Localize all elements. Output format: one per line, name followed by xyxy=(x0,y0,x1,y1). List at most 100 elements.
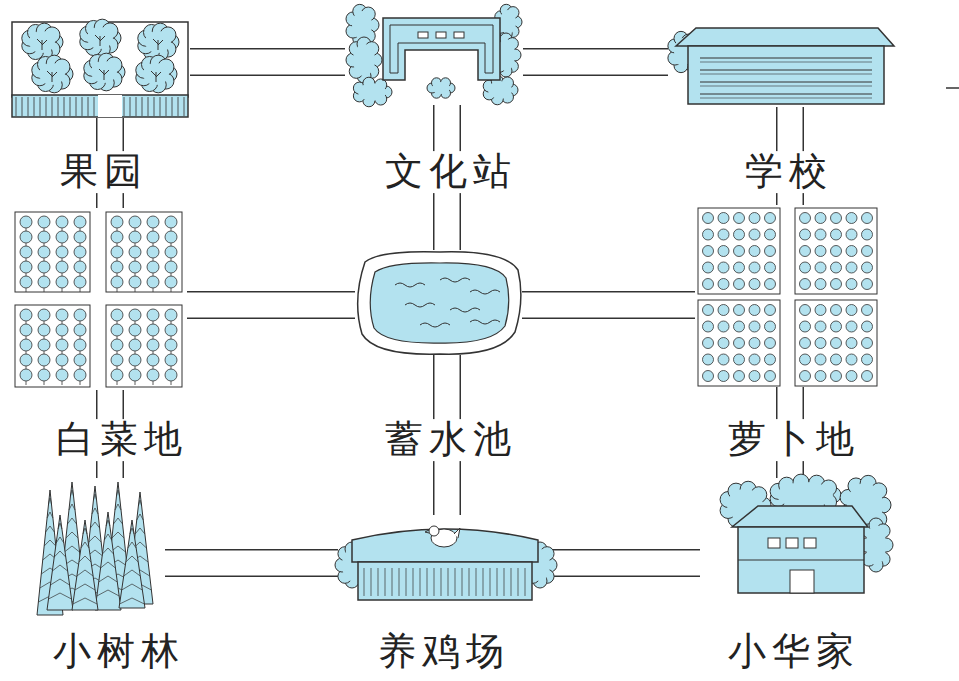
woods-picture-part xyxy=(37,482,153,615)
school-picture xyxy=(668,28,894,104)
culture-station-picture-part-part-part xyxy=(352,11,372,39)
radish-field-picture-part-part xyxy=(815,279,826,290)
school-picture-part-part xyxy=(700,94,872,95)
woods-picture-part-part xyxy=(52,565,67,571)
cabbage-field-picture-part-part xyxy=(74,339,86,351)
radish-field-picture-part-part xyxy=(703,371,714,382)
radish-field-picture-part-part xyxy=(846,305,857,316)
orchard-picture-part-part xyxy=(148,97,149,116)
cabbage-field-picture-part-part xyxy=(20,216,32,228)
road xyxy=(522,305,695,306)
orchard-picture-part-part xyxy=(46,97,47,116)
cabbage-field-picture-part-part xyxy=(56,276,68,288)
radish-field-picture-part-part xyxy=(718,279,729,290)
chicken-farm-picture-part-part xyxy=(483,568,484,596)
woods-picture-part-part xyxy=(138,500,141,506)
cabbage-field-picture-part-part xyxy=(38,309,50,321)
place-node: 小树林 xyxy=(30,478,165,610)
chicken-farm-picture-part-part xyxy=(469,568,470,596)
woods-picture-part-part xyxy=(89,536,101,542)
orchard-picture-part-part xyxy=(130,97,131,116)
radish-field-picture-part-part xyxy=(831,229,842,240)
woods-picture-part-part xyxy=(126,556,138,562)
radish-field-picture-part-part xyxy=(734,246,745,257)
radish-field-picture-part-part xyxy=(800,338,811,349)
place-label: 蓄水池 xyxy=(377,419,517,461)
woods-picture-part-part xyxy=(50,579,69,585)
culture-station-picture-part xyxy=(454,32,464,38)
radish-field-picture-part-part xyxy=(734,262,745,273)
chicken-farm-picture-part-part xyxy=(504,568,505,596)
radish-field-picture-part-part xyxy=(815,229,826,240)
orchard-picture-part-part xyxy=(154,97,155,116)
cabbage-field-picture-part-part xyxy=(147,324,159,336)
woods-picture-part-part xyxy=(93,494,96,500)
xiaohua-home-picture-part xyxy=(768,538,780,548)
radish-field-picture-part-part xyxy=(703,213,714,224)
cabbage-field-picture-part-part xyxy=(147,309,159,321)
woods-picture-part-part xyxy=(99,576,118,582)
orchard-picture-part-part xyxy=(34,97,35,116)
radish-field-picture-part xyxy=(703,213,873,382)
chicken-farm-picture-part xyxy=(454,528,460,538)
radish-field-picture-part-part xyxy=(862,229,873,240)
cabbage-field-picture-part-part xyxy=(20,309,32,321)
road-edge xyxy=(187,291,355,319)
radish-field-picture-part-part xyxy=(815,262,826,273)
chicken-farm-picture-part-part xyxy=(497,568,498,596)
radish-field-picture-part-part xyxy=(765,262,776,273)
road-edge xyxy=(190,48,345,76)
orchard-picture-part-part xyxy=(94,97,95,116)
cabbage-field-picture-part-part xyxy=(74,369,86,381)
cabbage-field-picture-part-part xyxy=(117,381,118,385)
cabbage-field-picture-part-part xyxy=(117,288,118,292)
reservoir-picture-part-part xyxy=(395,283,425,287)
cabbage-field-picture-part-part xyxy=(165,276,177,288)
woods-picture-part-part xyxy=(58,523,62,529)
school-picture-part xyxy=(688,46,884,104)
radish-field-picture-part-part xyxy=(831,305,842,316)
radish-field-picture-part-part xyxy=(749,279,760,290)
radish-field-picture-part-part xyxy=(734,229,745,240)
culture-station-picture-part-part xyxy=(353,77,392,107)
woods-picture-part-part xyxy=(115,504,121,510)
cabbage-field-picture-part-part xyxy=(38,216,50,228)
chicken-farm-picture-part xyxy=(364,568,525,596)
radish-field-picture-part-part xyxy=(765,279,776,290)
orchard-picture-part-part xyxy=(136,97,137,116)
radish-field-picture-part-part xyxy=(703,354,714,365)
radish-field-picture-part-part xyxy=(734,321,745,332)
radish-field-picture-part-part xyxy=(846,338,857,349)
culture-station-picture-part-part xyxy=(427,78,455,98)
radish-field-picture-part-part xyxy=(831,321,842,332)
road xyxy=(553,563,700,564)
radish-field-picture-part-part xyxy=(831,279,842,290)
radish-field-picture-part-part xyxy=(749,338,760,349)
culture-station-picture-part xyxy=(436,32,446,38)
cabbage-field-picture-part-part xyxy=(20,261,32,273)
woods-picture-part-part xyxy=(112,532,124,538)
radish-field-picture-part-part xyxy=(800,279,811,290)
reservoir-picture-part xyxy=(358,252,521,354)
school-picture-part-part xyxy=(700,70,872,71)
chicken-farm-picture-part-part xyxy=(378,568,379,596)
cabbage-field-picture-part-part xyxy=(165,324,177,336)
radish-field-picture-part-part xyxy=(718,262,729,273)
cabbage-field-picture-part-part xyxy=(111,276,123,288)
woods-picture-part-part xyxy=(47,515,73,610)
culture-station-picture-part-part-part xyxy=(358,83,386,101)
road-surface xyxy=(522,293,695,318)
woods-picture-part-part xyxy=(64,546,79,552)
cabbage-field-picture-part-part xyxy=(20,276,32,288)
radish-field-picture-part-part xyxy=(862,279,873,290)
radish-field-picture-part-part xyxy=(831,371,842,382)
place-node: 学校 xyxy=(668,25,896,107)
cabbage-field-picture-part-part xyxy=(20,339,32,351)
road xyxy=(523,62,668,63)
cabbage-field-picture-part-part xyxy=(20,354,32,366)
cabbage-field-picture-part-part xyxy=(129,216,141,228)
cabbage-field-picture-part-part xyxy=(74,354,86,366)
woods-picture-part-part xyxy=(122,584,143,590)
road-surface xyxy=(190,50,345,75)
woods-picture-part-part xyxy=(137,514,144,520)
